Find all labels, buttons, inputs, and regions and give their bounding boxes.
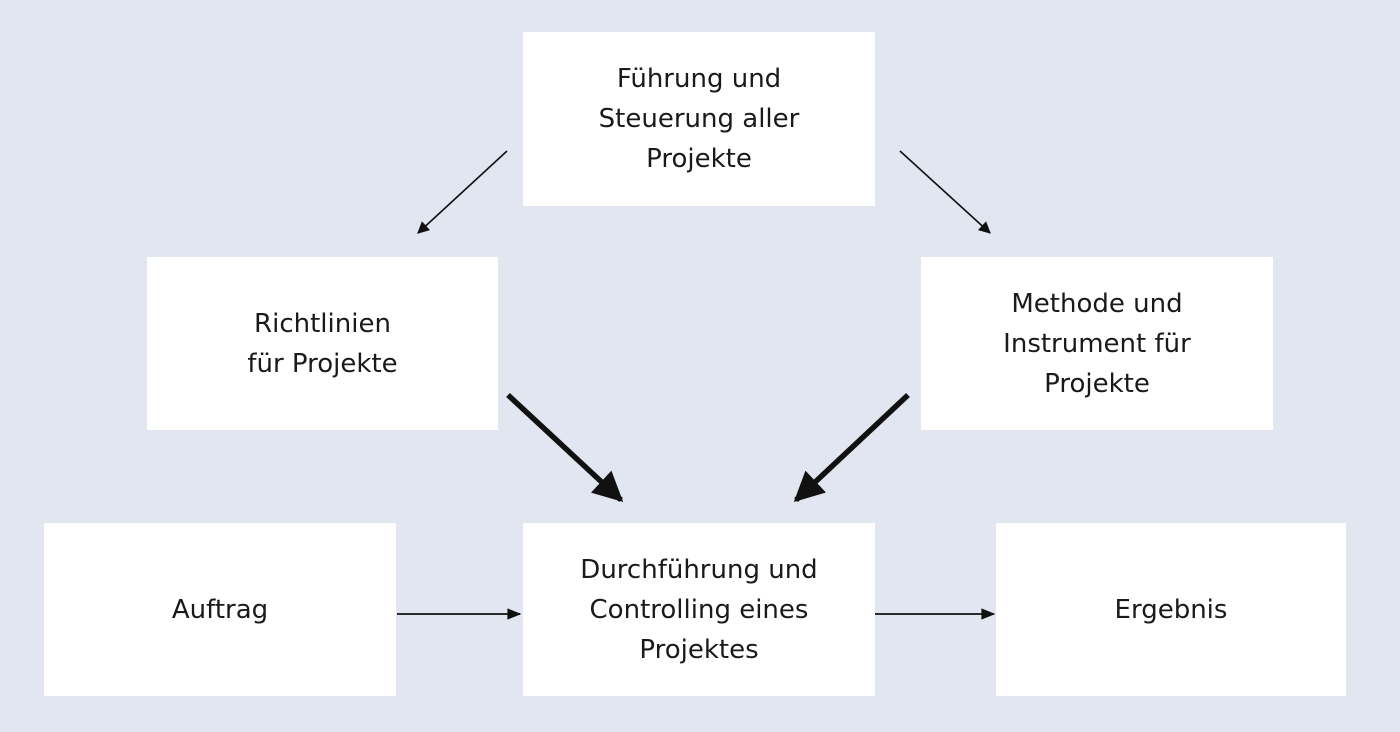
node-methode-instrument: Methode und Instrument für Projekte bbox=[921, 257, 1273, 430]
node-durchfuehrung-controlling: Durchführung und Controlling eines Proje… bbox=[523, 523, 875, 696]
node-fuehrung-steuerung: Führung und Steuerung aller Projekte bbox=[523, 32, 875, 206]
node-auftrag: Auftrag bbox=[44, 523, 396, 696]
node-ergebnis-label: Ergebnis bbox=[1114, 594, 1228, 625]
arrow-fuehrung-to-methode bbox=[899, 150, 991, 234]
node-richtlinien-label: Richtlinien für Projekte bbox=[247, 308, 398, 379]
arrow-methode-to-durchfuehrung bbox=[793, 392, 910, 503]
node-fuehrung-label: Führung und Steuerung aller Projekte bbox=[598, 64, 800, 174]
arrow-fuehrung-to-richtlinien bbox=[417, 150, 508, 234]
node-ergebnis: Ergebnis bbox=[996, 523, 1346, 696]
node-auftrag-label: Auftrag bbox=[171, 594, 269, 625]
node-richtlinien: Richtlinien für Projekte bbox=[147, 257, 498, 430]
arrow-richtlinien-to-durchfuehrung bbox=[506, 392, 624, 503]
node-methode-label: Methode und Instrument für Projekte bbox=[1003, 288, 1191, 399]
node-durchfuehrung-label: Durchführung und Controlling eines Proje… bbox=[580, 554, 818, 665]
